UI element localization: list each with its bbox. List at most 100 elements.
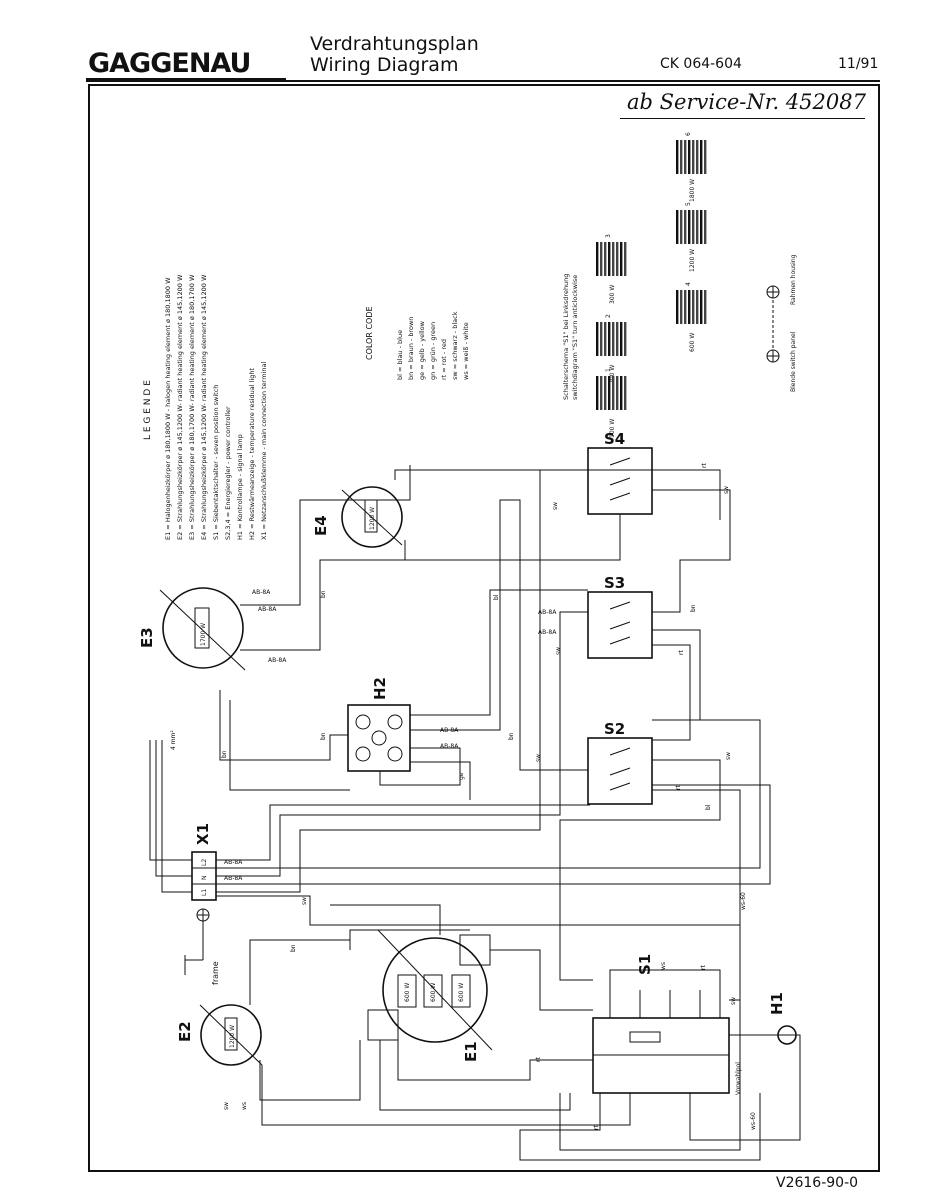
e2-plate (200, 1004, 262, 1066)
switch-scheme-contact (684, 210, 687, 244)
wire (216, 895, 741, 1151)
e4-resistor-label: 1200 W (369, 507, 376, 530)
e1-lamp-label: 600 W (458, 983, 465, 1002)
wire-network (149, 465, 801, 1161)
h2-lamp (355, 714, 371, 730)
switch-scheme-contact (704, 210, 707, 244)
switch-scheme-contact (680, 210, 683, 244)
wire-tag: rt (593, 1125, 600, 1130)
s4-contact (609, 492, 631, 501)
wire-tag: sw (723, 486, 730, 494)
document-date: 11/91 (838, 56, 879, 72)
wire (149, 740, 192, 893)
switch-scheme-position: 4 (685, 282, 692, 286)
h2-lamp (387, 746, 403, 762)
e1-lamp-label: 600 W (404, 983, 411, 1002)
wire (216, 611, 590, 877)
e3-plate (162, 587, 244, 669)
wire-tag: sw (223, 1102, 230, 1110)
wire-tag: bn (320, 590, 327, 598)
h2-lamp (387, 714, 403, 730)
wire-tag: sw (535, 754, 542, 762)
switch-scheme-contact (696, 210, 699, 244)
wire-tag: bl (493, 594, 500, 600)
switch-scheme-contact (700, 210, 703, 244)
wire-tag: AB-8A (440, 743, 459, 750)
switch-scheme-power: 600 W (689, 333, 696, 352)
legend-item: S1 = Siebentaktschalter - seven position… (212, 385, 220, 540)
legend-item: H1 = Kontrollampe - signal lamp (236, 434, 244, 540)
heating-element-e1: 600 W 600 W 600 W E1 (367, 929, 493, 1062)
main-terminal-x1: X1 L2 N L1 frame 4 mm² (170, 730, 220, 985)
switch-scheme-position: 6 (685, 132, 692, 136)
wire-tag: bn (290, 944, 297, 952)
switch-scheme-subtitle: switchdiagram "S1" turn anticlockwise (571, 275, 579, 400)
s1-resistor (629, 1031, 661, 1043)
h1-label: H1 (768, 992, 786, 1015)
wire-tag: bn (690, 604, 697, 612)
switch-scheme-contact (620, 242, 623, 276)
wire-tag: sw (725, 752, 732, 760)
switch-scheme-power: 300 W (609, 285, 616, 304)
legend-item: X1 = Netzanschlußklemme - main connectio… (260, 362, 268, 540)
color-code-title: COLOR CODE (365, 306, 374, 360)
legend-item: E4 = Strahlungsheizkörper ø 145,1200 W- … (200, 274, 208, 540)
wire-tag: ws (241, 1102, 248, 1110)
switch-scheme-contact (620, 322, 623, 356)
h2-label: H2 (371, 677, 389, 700)
wire-tag: rt (678, 650, 685, 655)
e3-resistor-label: 1700 W (200, 623, 207, 646)
switch-scheme-contact (600, 242, 603, 276)
legend-title: L E G E N D E (143, 380, 153, 440)
switch-scheme-contact (616, 376, 619, 410)
switch-scheme-contact (704, 140, 707, 174)
switch-scheme-power: 200 W (609, 365, 616, 384)
heating-element-e2: 1200 W E2 (176, 1004, 263, 1066)
wire-tag: AB-8A (224, 859, 243, 866)
wire-tag: bn (320, 732, 327, 740)
wire (216, 719, 771, 885)
switch-scheme-contact (684, 140, 687, 174)
e1-lamp (451, 974, 471, 1008)
switch-scheme-position: 2 (605, 314, 612, 318)
wire-tag: rt (700, 965, 707, 970)
switch-scheme-contact (688, 290, 691, 324)
legend: L E G E N D E E1 = Halogenheizkörper ø 1… (143, 274, 268, 540)
switch-scheme-contact (608, 322, 611, 356)
wire (394, 469, 652, 561)
switch-scheme-power: 1800 W (689, 179, 696, 202)
e2-resistor (224, 1017, 238, 1051)
ground-connection: Blende switch panel Rahmen housing (766, 254, 797, 392)
ground-housing-label: Rahmen housing (790, 254, 797, 305)
e4-label: E4 (312, 515, 330, 536)
wire (330, 904, 470, 950)
wire (652, 629, 701, 741)
wire (219, 690, 350, 791)
signal-lamp-h1: H1 (768, 992, 797, 1045)
switch-scheme-contact (596, 322, 599, 356)
switch-scheme-contact (696, 140, 699, 174)
switch-scheme-contact (704, 290, 707, 324)
ground-panel-label: Blende switch panel (790, 331, 797, 392)
wire-tag: AB-8A (440, 727, 459, 734)
e4-strike (341, 489, 403, 546)
wire-tag: sw (730, 997, 737, 1005)
color-code-item: ws = weiß - white (462, 322, 470, 380)
switch-scheme-contact (604, 242, 607, 276)
switch-scheme-contact (684, 290, 687, 324)
s2-contact (609, 767, 631, 776)
wire-tag: sw (301, 897, 308, 905)
legend-item: H2 = Restwärmeanzeige - temperature resi… (248, 368, 256, 540)
wire (397, 949, 593, 1081)
switch-scheme-contact (692, 140, 695, 174)
switch-scheme-contact (680, 290, 683, 324)
power-controller-s3: S3 (587, 574, 653, 659)
legend-item: E3 = Strahlungsheizkörper ø 180,1700 W- … (188, 274, 196, 540)
switch-scheme-contact (680, 140, 683, 174)
e1-strike (377, 929, 493, 1051)
e3-resistor (194, 607, 210, 649)
h2-center (371, 730, 387, 746)
title-german: Verdrahtungsplan (310, 33, 479, 55)
wire-tag: bn (221, 750, 228, 758)
